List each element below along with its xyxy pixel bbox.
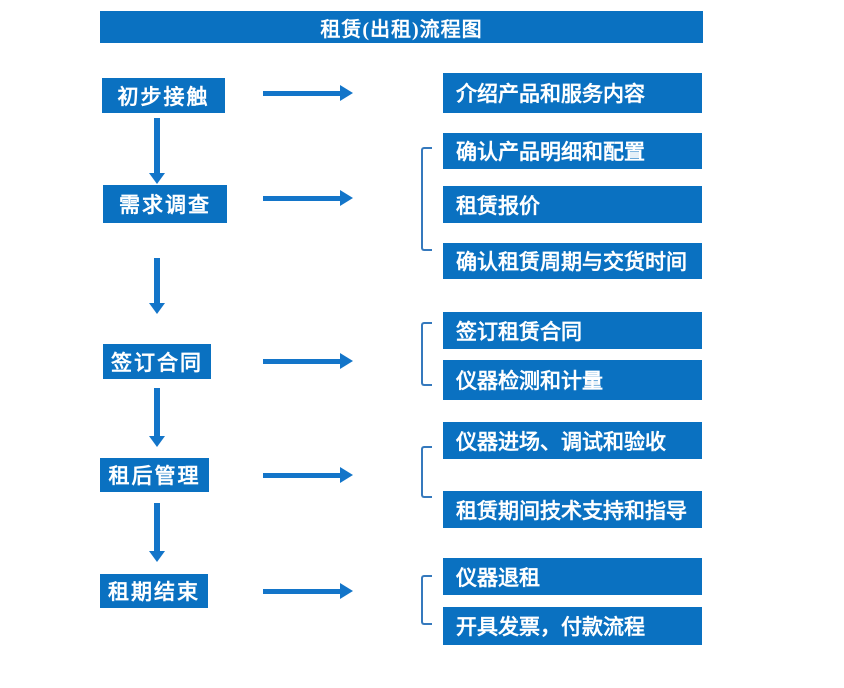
arrow-down-icon-1 — [149, 118, 165, 184]
stage-box-initial-contact: 初步接触 — [102, 78, 225, 113]
arrow-right-icon-1 — [263, 85, 353, 101]
stage-box-sign-contract: 签订合同 — [103, 344, 211, 379]
arrow-down-icon-3 — [149, 388, 165, 447]
arrow-head — [340, 467, 353, 483]
detail-box-invoice-payment: 开具发票，付款流程 — [443, 607, 702, 645]
arrow-shaft — [154, 118, 160, 173]
arrow-shaft — [263, 91, 341, 96]
group-bracket-2 — [421, 322, 432, 386]
arrow-shaft — [154, 503, 160, 551]
arrow-shaft — [154, 388, 160, 436]
arrow-shaft — [263, 359, 341, 364]
arrow-head — [340, 85, 353, 101]
arrow-head — [149, 303, 165, 314]
arrow-down-icon-4 — [149, 503, 165, 562]
arrow-right-icon-2 — [263, 190, 353, 206]
stage-box-post-rental-management: 租后管理 — [100, 458, 209, 492]
page-title: 租赁(出租)流程图 — [320, 18, 483, 41]
arrow-head — [340, 583, 353, 599]
arrow-shaft — [263, 196, 341, 201]
group-bracket-3 — [421, 446, 432, 498]
title-bar: 租赁(出租)流程图 — [100, 11, 703, 43]
detail-box-introduce-products: 介绍产品和服务内容 — [443, 73, 702, 113]
arrow-head — [149, 551, 165, 562]
group-bracket-4 — [421, 575, 432, 625]
detail-box-confirm-product-details: 确认产品明细和配置 — [443, 133, 702, 169]
arrow-shaft — [263, 473, 341, 478]
arrow-shaft — [154, 258, 160, 303]
detail-box-confirm-rental-period: 确认租赁周期与交货时间 — [443, 243, 702, 279]
detail-box-instrument-return: 仪器退租 — [443, 558, 702, 595]
arrow-head — [149, 173, 165, 184]
arrow-down-icon-2 — [149, 258, 165, 314]
group-bracket-1 — [421, 147, 432, 251]
arrow-right-icon-3 — [263, 353, 353, 369]
detail-box-sign-rental-contract: 签订租赁合同 — [443, 312, 702, 349]
stage-box-rental-end: 租期结束 — [100, 574, 208, 608]
arrow-right-icon-5 — [263, 583, 353, 599]
arrow-right-icon-4 — [263, 467, 353, 483]
detail-box-rental-quote: 租赁报价 — [443, 186, 702, 223]
detail-box-instrument-inspection: 仪器检测和计量 — [443, 360, 702, 400]
arrow-head — [149, 436, 165, 447]
detail-box-technical-support: 租赁期间技术支持和指导 — [443, 491, 702, 528]
arrow-shaft — [263, 589, 341, 594]
arrow-head — [340, 190, 353, 206]
detail-box-instrument-setup: 仪器进场、调试和验收 — [443, 422, 702, 459]
arrow-head — [340, 353, 353, 369]
stage-box-demand-survey: 需求调查 — [103, 185, 227, 223]
